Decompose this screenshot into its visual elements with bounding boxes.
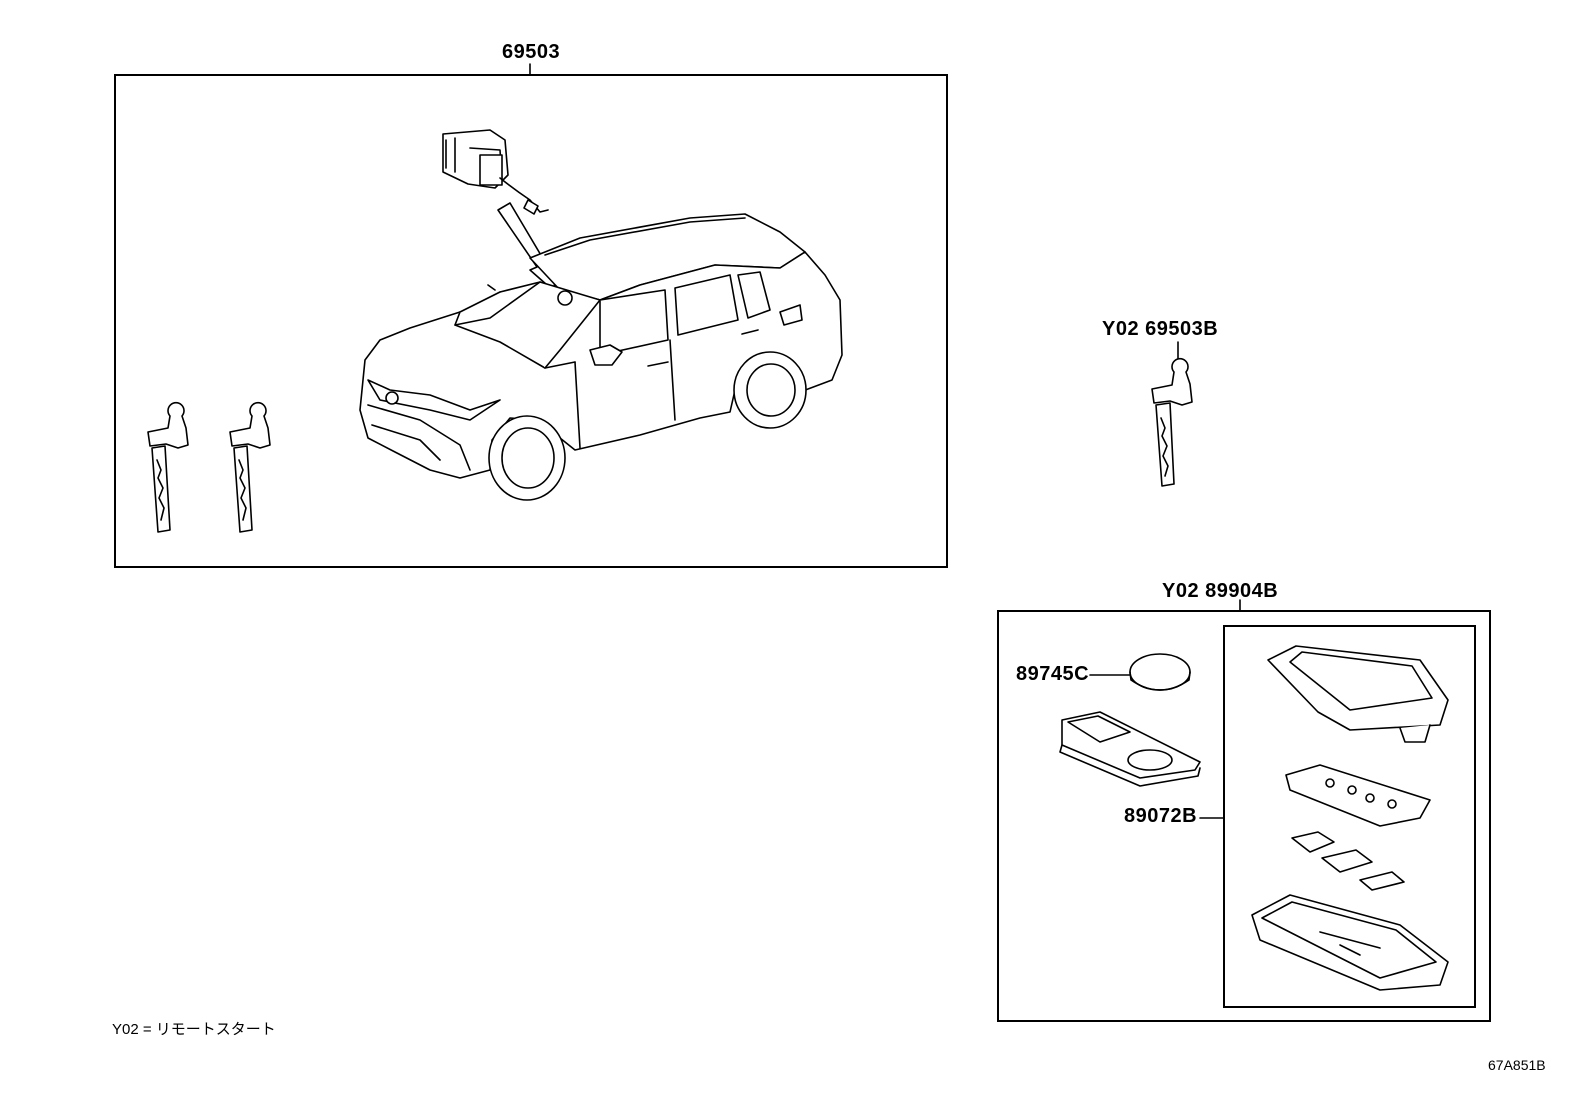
callout-y02-69503b[interactable]: Y02 69503B — [1102, 318, 1219, 340]
callout-69503[interactable]: 69503 — [502, 41, 561, 63]
callout-89072b[interactable]: 89072B — [1124, 805, 1198, 827]
push-start-switch-icon — [442, 129, 549, 215]
arrow-icon — [497, 202, 556, 293]
footnote: Y02 = リモートスタート — [112, 1021, 276, 1038]
mechanical-key-icon — [1151, 357, 1193, 487]
fob-button-pad-icon — [1285, 764, 1431, 827]
mechanical-key-icon — [229, 401, 271, 533]
callout-y02-89904b[interactable]: Y02 89904B — [1162, 580, 1279, 602]
mechanical-key-icon — [147, 401, 189, 533]
transmitter-subframe — [1223, 625, 1476, 1008]
leader-lines — [529, 63, 1241, 819]
kit-69503-frame — [114, 74, 948, 568]
vehicle-suv-icon — [359, 213, 843, 501]
callout-89745c[interactable]: 89745C — [1016, 663, 1090, 685]
fob-cover-icon — [1267, 645, 1449, 743]
kit-89904b-frame — [997, 610, 1491, 1022]
battery-coin-icon — [1129, 653, 1191, 691]
fob-case-icon — [1251, 894, 1449, 991]
circuit-board-icon — [1059, 711, 1201, 787]
fob-internal-part-icon — [1291, 831, 1405, 891]
illustration-code: 67A851B — [1488, 1057, 1546, 1073]
